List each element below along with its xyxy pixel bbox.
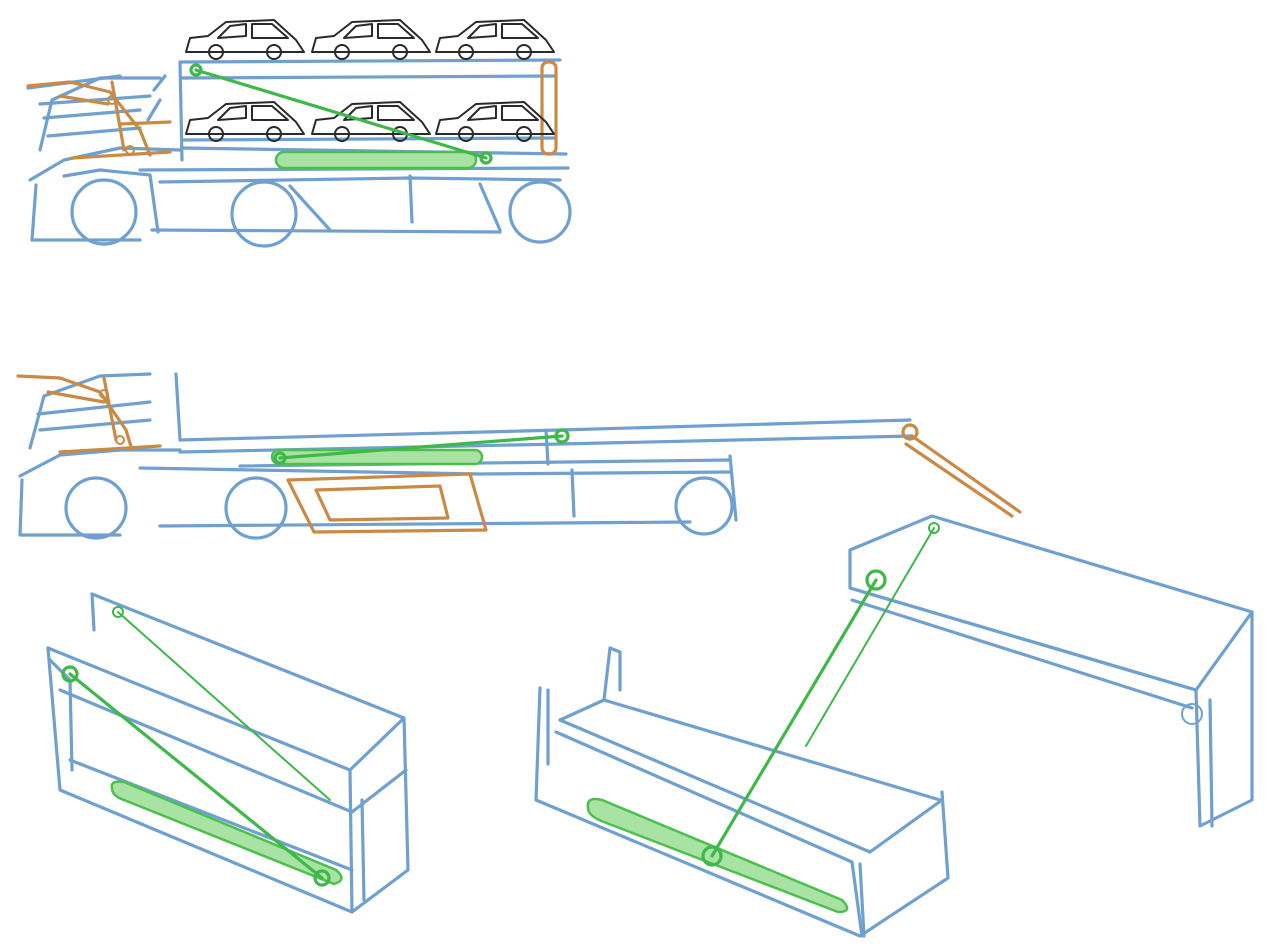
rear-post: [540, 60, 558, 156]
cab-frame-2: [18, 372, 182, 537]
lower-box: [534, 646, 950, 938]
linkage-arm-3: [61, 606, 331, 887]
cab-frame: [26, 60, 184, 242]
ramp-arm: [901, 423, 1022, 518]
raised-deck: [848, 514, 1254, 828]
extended-deck: [138, 418, 914, 528]
deck-detail-closed: [46, 592, 410, 914]
slot-2: [586, 797, 849, 914]
linkage-arm: [189, 63, 493, 170]
wheels-2: [64, 476, 734, 540]
linkage-arm-2: [270, 428, 570, 466]
wheels: [70, 178, 572, 248]
cab-mechanism-2: [16, 374, 162, 454]
orange-ramp-frame: [286, 472, 488, 534]
decks: [62, 58, 570, 234]
truck-loaded-sketch: [26, 19, 572, 248]
truck-extended-sketch: [16, 372, 1022, 540]
slot: [110, 780, 343, 886]
deck-detail-open: [534, 514, 1254, 938]
cars-upper: [185, 19, 555, 60]
linkage-arm-4: [701, 522, 940, 867]
cab-mechanism: [26, 80, 172, 160]
